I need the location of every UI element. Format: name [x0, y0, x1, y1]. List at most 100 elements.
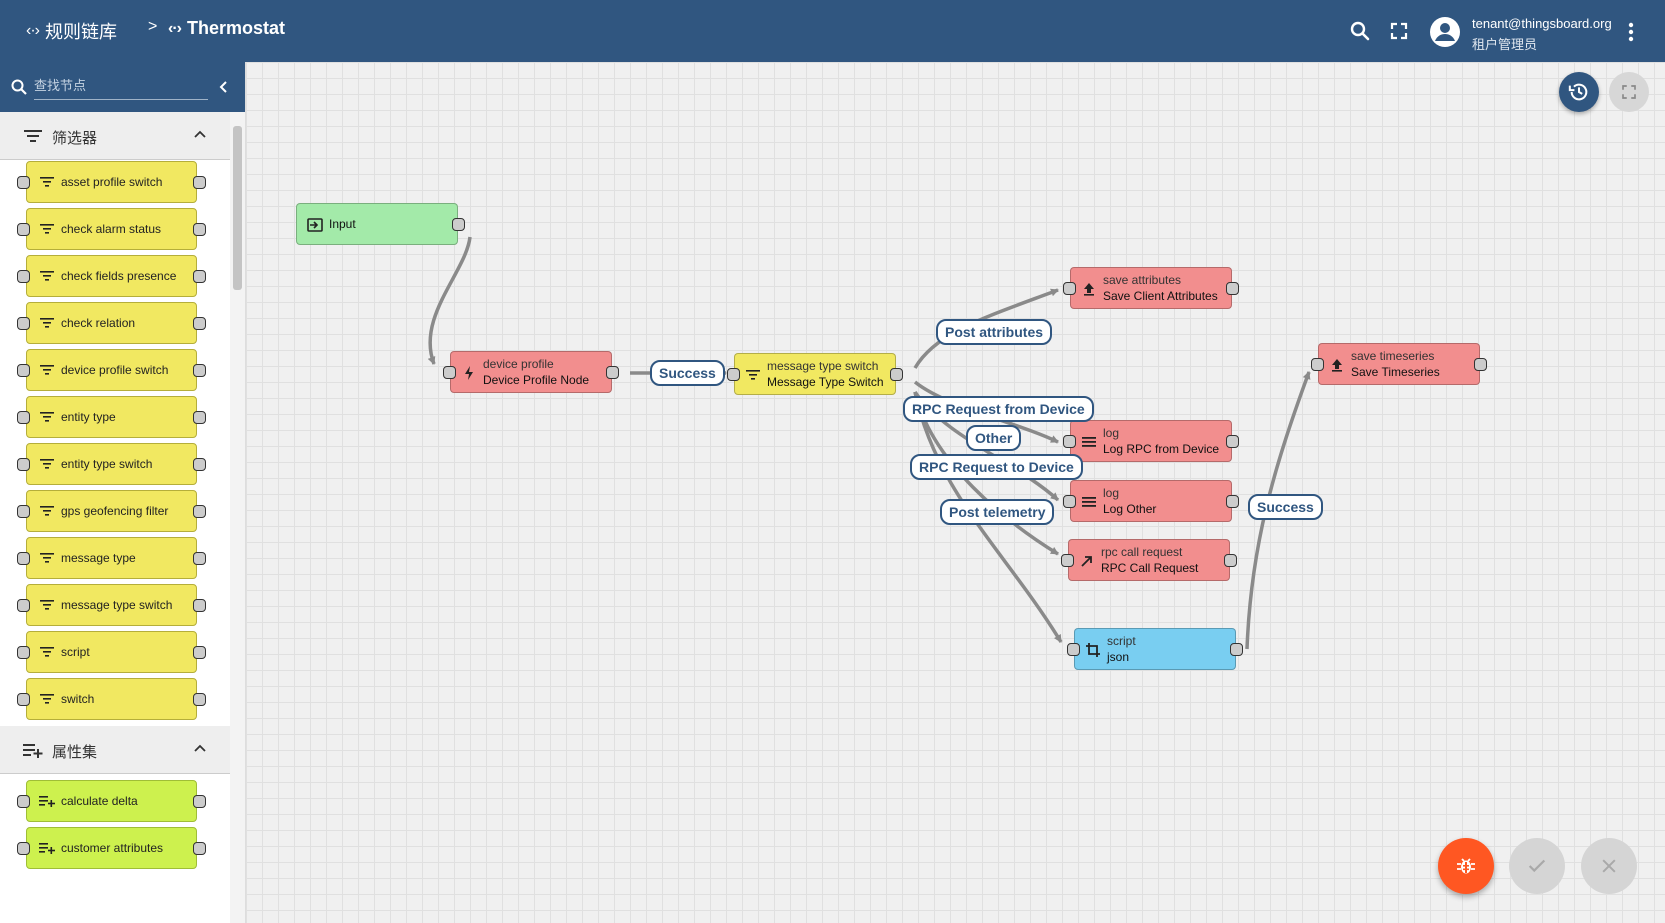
rule-node-type: script: [1107, 634, 1136, 648]
fullscreen-icon[interactable]: [1387, 19, 1411, 43]
rule-node-type: save attributes: [1103, 273, 1182, 287]
palette-node-check-fields-presence[interactable]: check fields presence: [17, 255, 206, 297]
connection-layer: [427, 236, 1311, 650]
palette-node-calculate-delta[interactable]: calculate delta: [17, 780, 206, 822]
palette-node-customer-attributes[interactable]: customer attributes: [17, 827, 206, 869]
palette-node-check-alarm-status[interactable]: check alarm status: [17, 208, 206, 250]
filter-icon: [40, 600, 54, 610]
input-port[interactable]: [1061, 554, 1074, 567]
palette-port: [17, 364, 30, 377]
filter-icon: [746, 370, 760, 380]
rule-node-name: Save Client Attributes: [1103, 289, 1218, 303]
output-port[interactable]: [606, 366, 619, 379]
palette-node-label: customer attributes: [61, 841, 164, 855]
palette-node-message-type[interactable]: message type: [17, 537, 206, 579]
input-port[interactable]: [443, 366, 456, 379]
palette-node-entity-type[interactable]: entity type: [17, 396, 206, 438]
output-port[interactable]: [452, 218, 465, 231]
palette-node-gps-geofencing-filter[interactable]: gps geofencing filter: [17, 490, 206, 532]
palette-node-label: message type switch: [61, 598, 173, 612]
edge-label-post-telemetry[interactable]: Post telemetry: [940, 499, 1055, 525]
chevron-up-icon[interactable]: [192, 740, 208, 756]
palette-port: [193, 646, 206, 659]
palette-port: [17, 176, 30, 189]
palette-port: [17, 505, 30, 518]
version-history-button[interactable]: [1559, 72, 1599, 112]
output-port[interactable]: [1226, 435, 1239, 448]
palette-port: [17, 317, 30, 330]
canvas-fullscreen-button[interactable]: [1609, 72, 1649, 112]
palette-port: [193, 552, 206, 565]
palette-node-label: switch: [61, 692, 95, 706]
output-port[interactable]: [1474, 358, 1487, 371]
palette-node-message-type-switch[interactable]: message type switch: [17, 584, 206, 626]
rule-node-script[interactable]: script json: [1067, 628, 1243, 670]
edge-input-device-profile: [427, 236, 472, 365]
palette-port: [17, 552, 30, 565]
rule-chain-canvas[interactable]: Input device profile Device Profile Node…: [246, 62, 1665, 923]
palette-port: [193, 599, 206, 612]
avatar[interactable]: [1429, 16, 1461, 48]
palette-port: [193, 364, 206, 377]
rule-node-type: message type switch: [767, 359, 879, 373]
node-search-bar: [0, 62, 245, 112]
rule-node-save-attributes[interactable]: save attributes Save Client Attributes: [1063, 267, 1239, 309]
more-vert-icon[interactable]: [1626, 20, 1636, 44]
palette-node-device-profile-switch[interactable]: device profile switch: [17, 349, 206, 391]
palette-node-asset-profile-switch[interactable]: asset profile switch: [17, 161, 206, 203]
edge-label-rpc-request-to-device[interactable]: RPC Request to Device: [910, 454, 1083, 480]
input-port[interactable]: [1311, 358, 1324, 371]
output-port[interactable]: [890, 368, 903, 381]
output-port[interactable]: [1230, 643, 1243, 656]
breadcrumb-current: ‹·› Thermostat: [168, 18, 285, 39]
input-port[interactable]: [1067, 643, 1080, 656]
apply-changes-button[interactable]: [1509, 838, 1565, 894]
rule-node-save-timeseries[interactable]: save timeseries Save Timeseries: [1311, 343, 1487, 385]
edge-label-success[interactable]: Success: [1248, 494, 1323, 520]
palette-node-entity-type-switch[interactable]: entity type switch: [17, 443, 206, 485]
edge-label-other[interactable]: Other: [966, 425, 1022, 451]
palette-port: [17, 458, 30, 471]
rule-node-message-type-switch[interactable]: message type switch Message Type Switch: [727, 353, 903, 395]
output-port[interactable]: [1224, 554, 1237, 567]
filter-icon: [40, 318, 54, 328]
input-port[interactable]: [1063, 495, 1076, 508]
palette-node-switch[interactable]: switch: [17, 678, 206, 720]
edge-label-post-attributes[interactable]: Post attributes: [936, 319, 1053, 345]
scroll-thumb[interactable]: [233, 126, 242, 290]
output-port[interactable]: [1226, 495, 1239, 508]
palette-node-label: check alarm status: [61, 222, 162, 236]
filter-icon: [40, 647, 54, 657]
palette-node-check-relation[interactable]: check relation: [17, 302, 206, 344]
revert-changes-button[interactable]: [1581, 838, 1637, 894]
section-enrichment-header[interactable]: 属性集: [0, 726, 230, 774]
edge-label-success[interactable]: Success: [650, 360, 725, 386]
edge-label-rpc-request-from-device[interactable]: RPC Request from Device: [903, 396, 1094, 422]
filter-icon: [40, 412, 54, 422]
chevron-up-icon[interactable]: [192, 126, 208, 142]
breadcrumb-separator: >: [148, 18, 158, 35]
breadcrumb-rule-chains[interactable]: ‹·› 规则链库: [26, 18, 117, 44]
output-port[interactable]: [1226, 282, 1239, 295]
input-port[interactable]: [727, 368, 740, 381]
sidebar-scrollbar[interactable]: [230, 112, 245, 923]
node-search-input[interactable]: [34, 72, 208, 100]
input-port[interactable]: [1063, 435, 1076, 448]
section-filters-header[interactable]: 筛选器: [0, 112, 230, 160]
rule-node-name: RPC Call Request: [1101, 561, 1199, 575]
palette-node-label: gps geofencing filter: [61, 504, 169, 518]
close-icon: [1602, 859, 1616, 873]
palette-node-script[interactable]: script: [17, 631, 206, 673]
input-port[interactable]: [1063, 282, 1076, 295]
debug-mode-button[interactable]: [1438, 838, 1494, 894]
chevron-left-icon[interactable]: [214, 77, 234, 97]
rule-node-name: Save Timeseries: [1351, 365, 1440, 379]
rule-node-device-profile[interactable]: device profile Device Profile Node: [443, 351, 619, 393]
rule-node-rpc-call-request[interactable]: rpc call request RPC Call Request: [1061, 539, 1237, 581]
search-icon[interactable]: [1348, 19, 1372, 43]
rule-node-log-other[interactable]: log Log Other: [1063, 480, 1239, 522]
filter-icon: [40, 506, 54, 516]
playlist-add-icon: [23, 744, 43, 758]
rule-node-input[interactable]: Input: [296, 203, 465, 245]
rule-node-log-rpc[interactable]: log Log RPC from Device: [1063, 420, 1239, 462]
